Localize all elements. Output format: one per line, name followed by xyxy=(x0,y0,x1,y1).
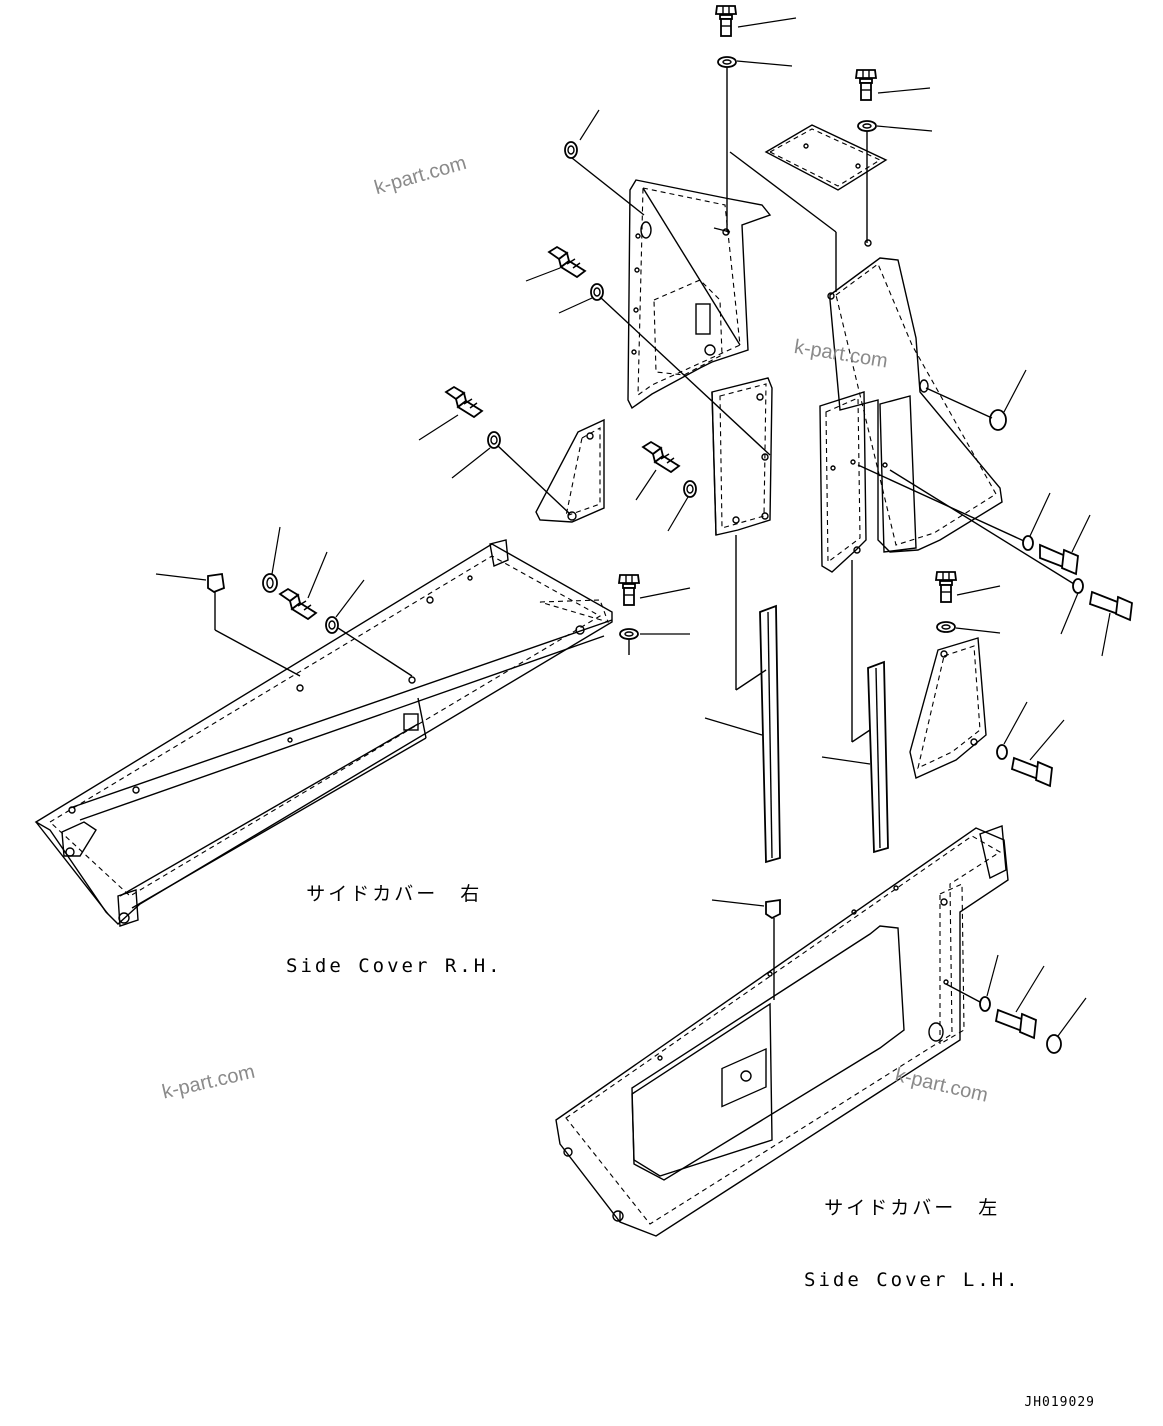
center-lower-panel xyxy=(711,377,773,536)
washer-frame-right xyxy=(619,628,690,655)
bolt-right-lower xyxy=(1088,590,1133,657)
oval-plug-right xyxy=(925,369,1027,431)
bolt-right-bracket-lower xyxy=(1010,719,1065,788)
top-cover-plate xyxy=(764,124,888,191)
side-cover-lh-label-en: Side Cover L.H. xyxy=(804,1269,1021,1291)
washer-rh-2 xyxy=(325,579,413,677)
side-cover-rh-label-en: Side Cover R.H. xyxy=(286,955,503,977)
washer-lh xyxy=(945,954,999,1012)
left-small-bracket xyxy=(535,418,605,523)
right-small-bracket xyxy=(909,637,987,779)
oval-plug-lh xyxy=(1046,997,1087,1054)
washer-top-right xyxy=(857,120,933,243)
washer-center-mid xyxy=(667,480,697,532)
bolt-right-bracket xyxy=(935,571,1001,603)
center-upper-panel xyxy=(627,179,772,410)
side-cover-rh-frame xyxy=(34,539,613,927)
bolt-top-center xyxy=(715,5,797,37)
bolt-lh xyxy=(994,965,1045,1040)
rubber-seal-right xyxy=(821,560,889,854)
washer-right-bracket-lower xyxy=(996,701,1028,760)
washer-rh-1 xyxy=(262,526,281,593)
side-cover-rh-label: サイドカバー 右 Side Cover R.H. xyxy=(286,834,503,1026)
bolt-center-left xyxy=(525,246,586,282)
rubber-seal-left xyxy=(704,535,781,864)
side-cover-lh-label-jp: サイドカバー 左 xyxy=(824,1197,1001,1219)
washer-left-mid xyxy=(451,431,571,515)
side-cover-lh-label: サイドカバー 左 Side Cover L.H. xyxy=(804,1148,1021,1340)
rubber-grommet-top xyxy=(564,109,645,216)
washer-center-left xyxy=(558,283,771,456)
cap-plug-rh xyxy=(155,572,301,677)
side-cover-lh-frame xyxy=(555,825,1009,1237)
side-cover-rh-label-jp: サイドカバー 右 xyxy=(306,883,483,905)
washer-right-upper xyxy=(857,464,1051,551)
washer-right-lower xyxy=(889,469,1084,635)
bolt-top-right xyxy=(855,69,931,101)
cap-plug-lh xyxy=(711,898,781,1000)
right-tall-side-panel xyxy=(729,151,1003,553)
right-inner-panel xyxy=(819,391,867,573)
bolt-rh xyxy=(279,551,328,620)
washer-top-center xyxy=(717,56,793,232)
bolt-center-mid xyxy=(635,441,680,501)
drawing-number: JH019029 xyxy=(1024,1395,1095,1410)
bolt-right-upper xyxy=(1039,514,1091,576)
bolt-left-mid xyxy=(418,386,483,441)
bolt-frame-right xyxy=(618,574,691,606)
washer-right-bracket xyxy=(936,621,1001,634)
